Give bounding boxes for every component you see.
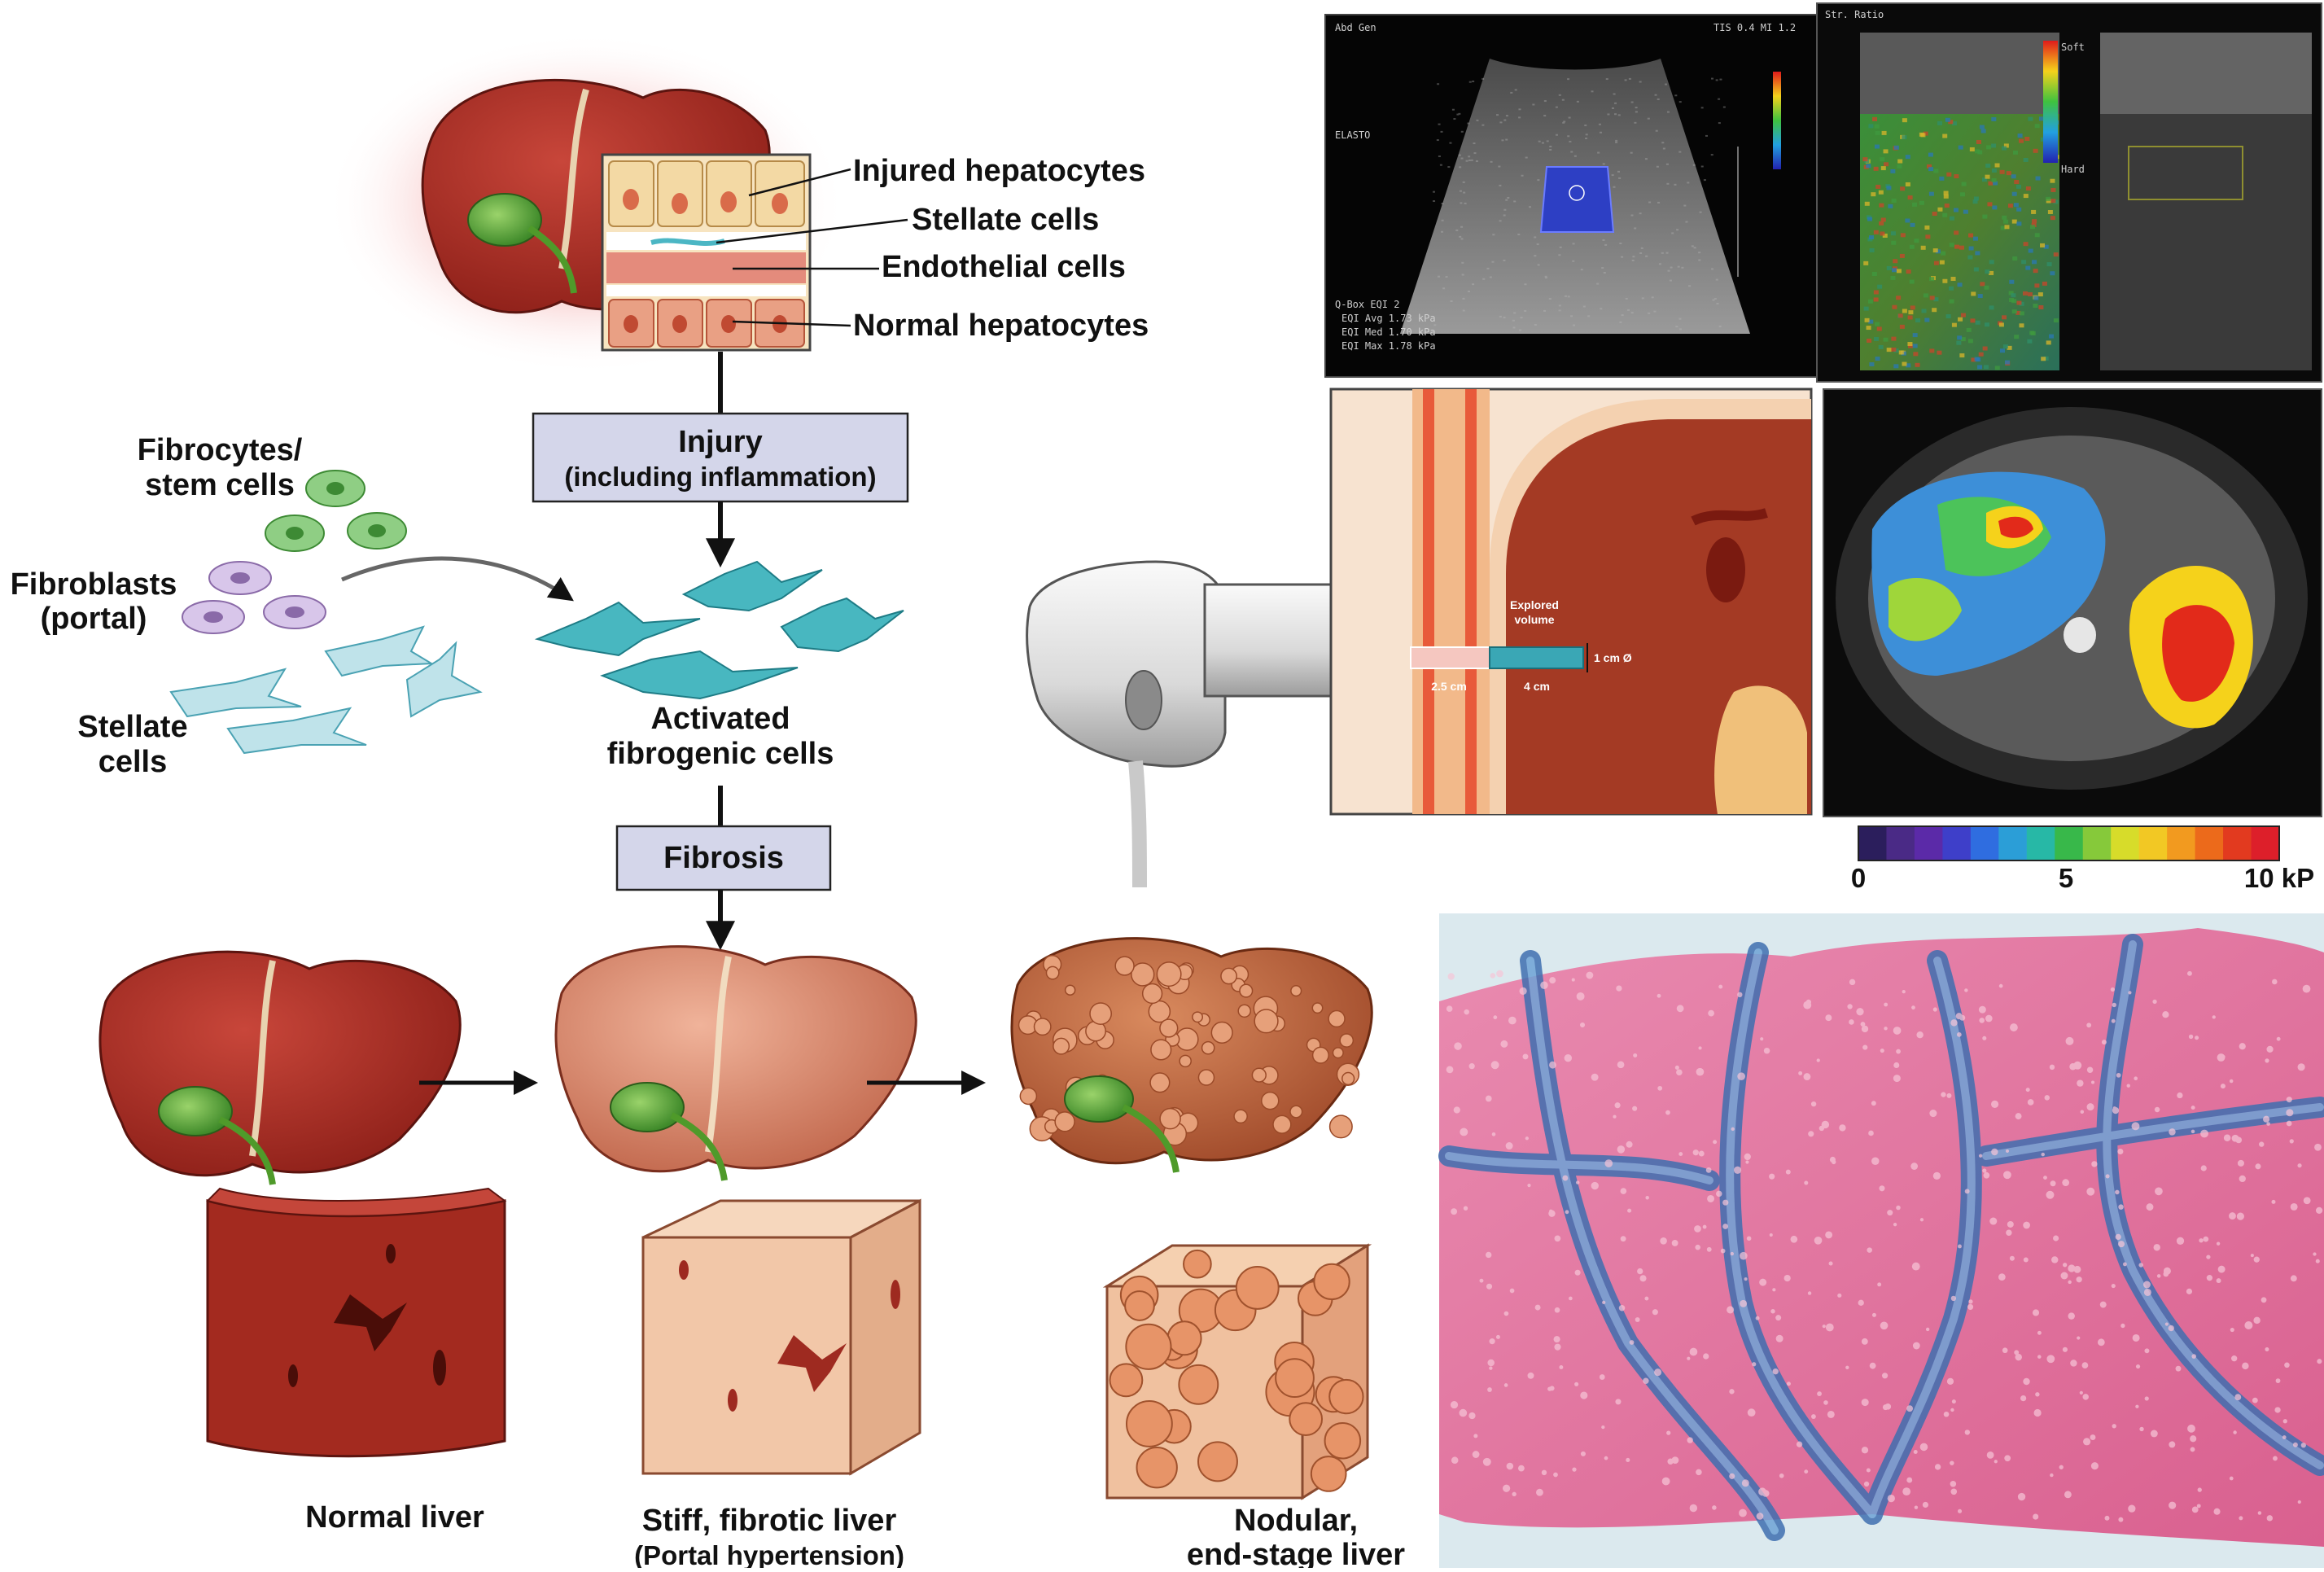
fibrotic-liver-illustration xyxy=(554,945,917,1181)
strain-header: Str. Ratio xyxy=(1825,9,1884,20)
label-nodular-2: end-stage liver xyxy=(1187,1538,1405,1568)
label-activated-1: Activated xyxy=(650,702,790,736)
mre-scale-swatch xyxy=(2082,826,2112,860)
fibrosis-label: Fibrosis xyxy=(663,841,784,875)
mre-scale-swatch xyxy=(1942,826,1972,860)
strain-soft: Soft xyxy=(2061,42,2085,53)
normal-liver-illustration xyxy=(98,950,462,1185)
strain-elastography-panel: Str. Ratio Soft Hard xyxy=(1816,2,2322,383)
label-fibrocytes-2: stem cells xyxy=(145,468,295,502)
mre-scale-swatch xyxy=(2055,826,2084,860)
label-injured-hepatocytes: Injured hepatocytes xyxy=(853,154,1145,188)
probe-diameter: 1 cm Ø xyxy=(1594,651,1632,664)
quiescent-stellate-cells xyxy=(169,625,483,755)
bile-duct xyxy=(527,225,577,294)
ultrasound-color-bar xyxy=(1773,72,1781,169)
mre-scale-swatch xyxy=(1914,826,1943,860)
label-endothelial-cells: Endothelial cells xyxy=(882,250,1126,284)
mre-scale-swatch xyxy=(1970,826,1999,860)
mre-scale-swatch xyxy=(1886,826,1915,860)
mre-scale-swatch xyxy=(2026,826,2055,860)
mre-scale-max: 10 kP xyxy=(2244,863,2314,893)
us-elasto-label: ELASTO xyxy=(1335,129,1370,141)
us-header-left: Abd Gen xyxy=(1335,22,1376,33)
fibrotic-liver-cube xyxy=(641,1198,921,1476)
explored-volume-cylinder xyxy=(1489,646,1584,669)
label-stellate-2: cells xyxy=(98,745,168,779)
gallbladder xyxy=(467,193,542,247)
hepatocyte-inset xyxy=(601,153,812,352)
label-stellate-cells-top: Stellate cells xyxy=(912,203,1099,237)
mre-scale-swatch xyxy=(2251,826,2280,860)
fibrocyte-cells xyxy=(265,470,407,552)
falciform-ligament xyxy=(558,88,589,269)
mr-elastography-color-scale xyxy=(1858,825,2280,861)
mre-scale-swatch xyxy=(2111,826,2140,860)
nodular-liver-cube xyxy=(1102,1243,1372,1500)
label-fibroblasts-1: Fibroblasts xyxy=(11,567,177,602)
elasto-roi-box xyxy=(1539,166,1615,233)
mre-scale-swatch xyxy=(1998,826,2028,860)
shear-wave-ultrasound-panel: Abd Gen TIS 0.4 MI 1.2 ELASTO Q-Box EQI … xyxy=(1324,14,1823,378)
mre-scale-swatch xyxy=(2223,826,2252,860)
us-readout-title: Q-Box EQI 2 xyxy=(1335,299,1399,310)
injury-title: Injury xyxy=(678,425,762,459)
label-normal-hepatocytes: Normal hepatocytes xyxy=(853,309,1149,343)
label-normal-liver: Normal liver xyxy=(305,1500,484,1535)
label-stiff-2: (Portal hypertension) xyxy=(634,1540,904,1568)
injury-subtitle: (including inflammation) xyxy=(564,462,876,492)
probe-depth-zone xyxy=(1410,646,1490,669)
strain-hard: Hard xyxy=(2061,164,2085,175)
arrow-cells-activation xyxy=(341,556,574,602)
label-nodular-1: Nodular, xyxy=(1234,1504,1358,1538)
label-activated-2: fibrogenic cells xyxy=(607,737,834,771)
label-stiff-1: Stiff, fibrotic liver xyxy=(642,1504,897,1538)
label-fibrocytes-1: Fibrocytes/ xyxy=(138,433,303,467)
explored-volume-1: Explored xyxy=(1510,598,1559,611)
mre-scale-mid: 5 xyxy=(2059,863,2073,893)
normal-liver-cube xyxy=(206,1187,507,1458)
probe-length: 4 cm xyxy=(1524,680,1550,693)
injury-box xyxy=(532,412,909,503)
us-readout-avg: EQI Avg 1.73 kPa xyxy=(1341,313,1436,324)
mre-scale-swatch xyxy=(2195,826,2224,860)
activated-fibrogenic-cells xyxy=(534,560,904,700)
us-readout-med: EQI Med 1.70 kPa xyxy=(1341,326,1436,338)
nodular-liver-illustration xyxy=(1010,937,1373,1173)
mre-scale-min: 0 xyxy=(1851,863,1866,893)
fibrosis-box xyxy=(615,825,832,891)
label-stellate-1: Stellate xyxy=(77,710,187,744)
mre-scale-swatch xyxy=(2167,826,2196,860)
us-header-right: TIS 0.4 MI 1.2 xyxy=(1713,22,1796,33)
inset-leader-lines xyxy=(716,168,908,327)
mre-scale-swatch xyxy=(1858,826,1887,860)
mre-scale-swatch xyxy=(2138,826,2168,860)
label-fibroblasts-2: (portal) xyxy=(41,602,147,636)
us-readout-max: EQI Max 1.78 kPa xyxy=(1341,340,1436,352)
probe-depth: 2.5 cm xyxy=(1431,680,1467,693)
mr-elastography-panel xyxy=(1823,388,2322,817)
fibroblast-cells xyxy=(182,561,326,634)
trichrome-histology-panel xyxy=(1438,913,2324,1568)
anatomy-cross-section: Explored volume 2.5 cm 4 cm 1 cm Ø xyxy=(1329,388,1813,816)
explored-volume-2: volume xyxy=(1514,613,1554,626)
